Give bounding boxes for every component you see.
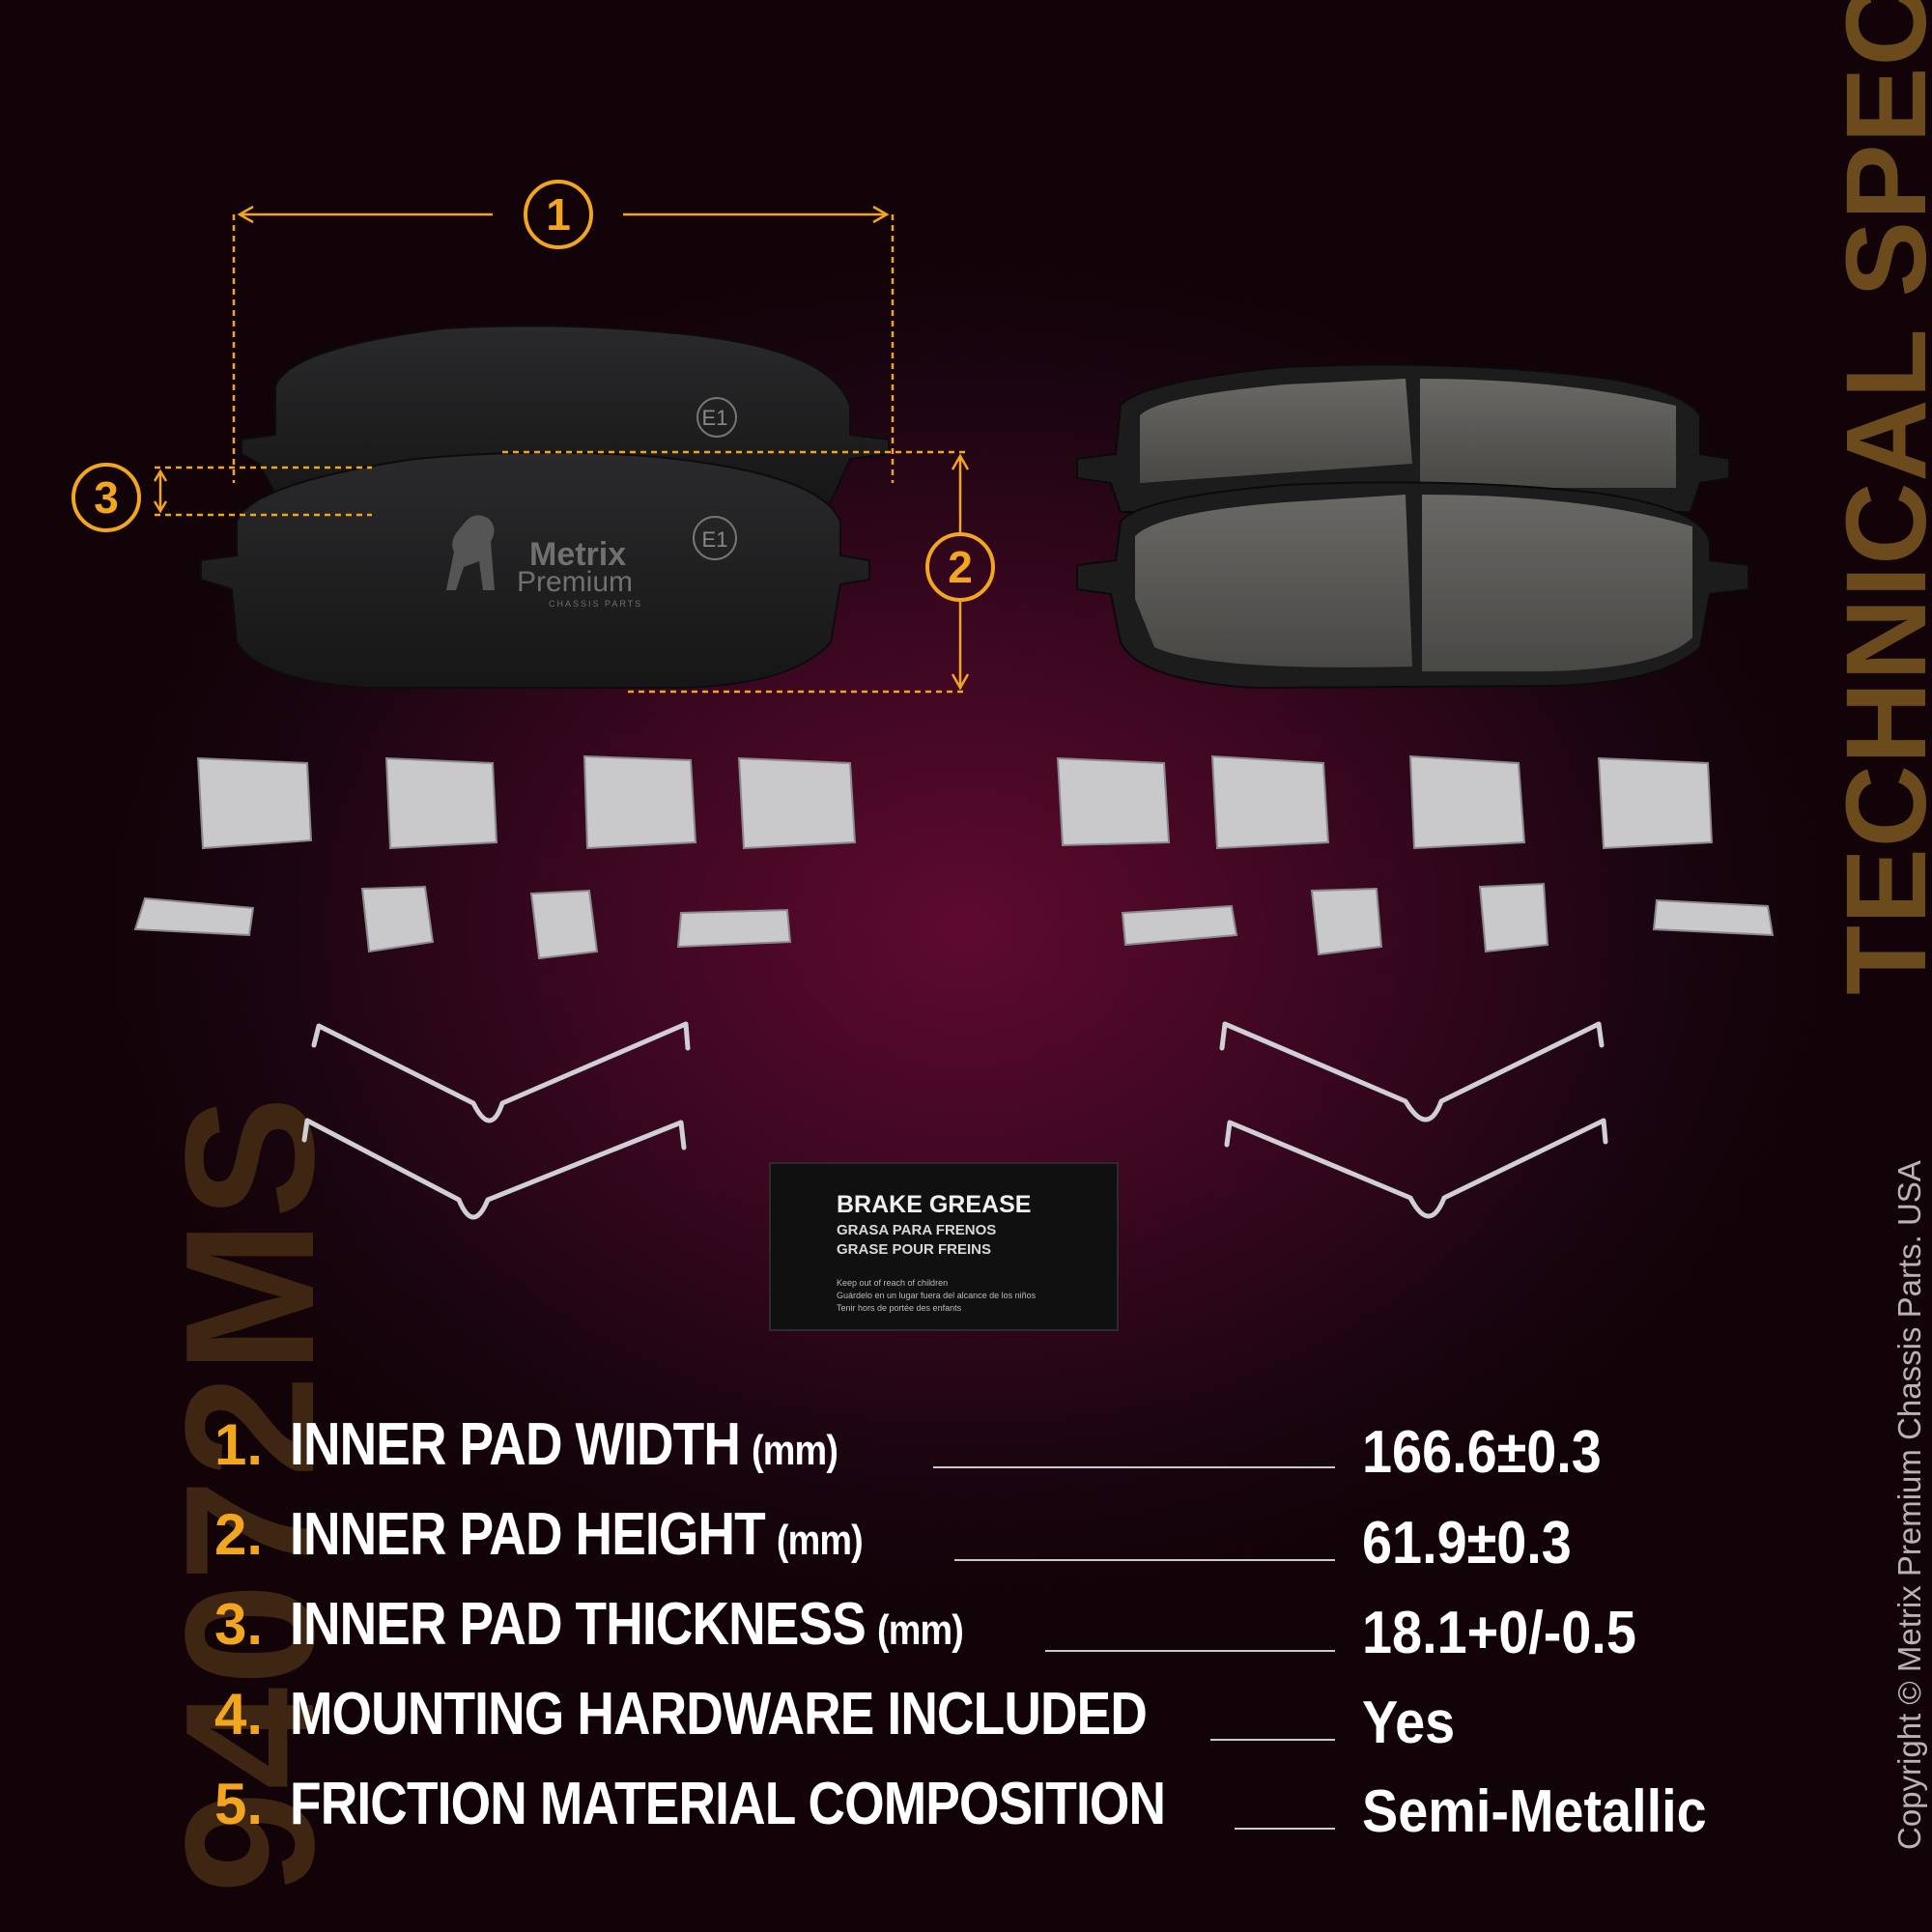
front-pad-stamp: E1 xyxy=(702,527,728,552)
grease-title-fr: GRASE POUR FREINS xyxy=(837,1241,992,1258)
spec-value-hardware: Yes xyxy=(1362,1690,1456,1756)
spec-label: FRICTION MATERIAL COMPOSITION xyxy=(290,1771,1166,1837)
grease-warning-en: Keep out of reach of children xyxy=(837,1278,949,1288)
retainer-clips-right xyxy=(1121,882,1775,956)
brake-grease-packet: BRAKE GREASE GRASA PARA FRENOS GRASE POU… xyxy=(769,1162,1119,1331)
spec-number: 1. xyxy=(214,1412,264,1477)
spec-value-height: 61.9±0.3 xyxy=(1362,1510,1572,1577)
pad-brand-line1: Metrix xyxy=(529,536,626,573)
friction-pad-rear xyxy=(1076,363,1730,513)
spec-row-width: 1. INNER PAD WIDTH(mm) xyxy=(214,1410,926,1488)
callout-1: 1 xyxy=(546,189,571,240)
lion-logo-icon xyxy=(446,515,495,590)
spec-label: MOUNTING HARDWARE INCLUDED xyxy=(290,1681,1148,1747)
width-dimension: 1 xyxy=(232,180,895,483)
spec-row-friction: 5. FRICTION MATERIAL COMPOSITION xyxy=(214,1770,1308,1847)
spec-row-thickness: 3. INNER PAD THICKNESS(mm) xyxy=(214,1590,1072,1667)
spec-leader-line xyxy=(1045,1650,1335,1652)
spec-leader-line xyxy=(954,1559,1335,1561)
thickness-dimension: 3 xyxy=(71,463,372,532)
spec-leader-line xyxy=(1235,1828,1335,1830)
rear-pad-stamp: E1 xyxy=(702,406,728,430)
friction-pad-front xyxy=(1076,481,1749,690)
spec-number: 5. xyxy=(214,1772,264,1836)
backing-plate-rear: E1 xyxy=(241,325,890,503)
anti-rattle-springs xyxy=(301,1021,1608,1220)
spec-value-friction: Semi-Metallic xyxy=(1362,1778,1707,1845)
spec-number: 3. xyxy=(214,1592,264,1657)
spec-label: INNER PAD HEIGHT(mm) xyxy=(290,1501,864,1568)
spec-value-thickness: 18.1+0/-0.5 xyxy=(1362,1600,1636,1666)
abutment-clips-right xyxy=(1056,754,1714,850)
callout-2: 2 xyxy=(948,542,973,592)
pad-brand-line2: Premium xyxy=(517,566,633,598)
grease-warning-es: Guárdelo en un lugar fuera del alcance d… xyxy=(837,1291,1037,1300)
abutment-clips-left xyxy=(196,754,857,850)
product-illustration: E1 E1 Metrix Premium CHASSIS PARTS 1 xyxy=(71,180,1775,1220)
retainer-clips-left xyxy=(133,885,792,960)
spec-number: 2. xyxy=(214,1502,264,1567)
spec-label: INNER PAD WIDTH(mm) xyxy=(290,1411,838,1478)
spec-value-width: 166.6±0.3 xyxy=(1362,1419,1602,1486)
spec-leader-line xyxy=(933,1466,1335,1468)
grease-title-es: GRASA PARA FRENOS xyxy=(837,1222,997,1238)
grease-warning-fr: Tenir hors de portée des enfants xyxy=(837,1303,962,1313)
height-dimension: 2 xyxy=(502,450,995,694)
grease-title: BRAKE GREASE xyxy=(837,1191,1032,1218)
spec-label: INNER PAD THICKNESS(mm) xyxy=(290,1591,964,1658)
pad-brand-line3: CHASSIS PARTS xyxy=(549,599,642,609)
spec-row-height: 2. INNER PAD HEIGHT(mm) xyxy=(214,1500,955,1577)
backing-plate-front: E1 Metrix Premium CHASSIS PARTS xyxy=(200,451,870,689)
callout-3: 3 xyxy=(94,472,119,523)
spec-row-hardware: 4. MOUNTING HARDWARE INCLUDED xyxy=(214,1680,1286,1757)
spec-number: 4. xyxy=(214,1682,264,1747)
spec-leader-line xyxy=(1210,1739,1335,1741)
